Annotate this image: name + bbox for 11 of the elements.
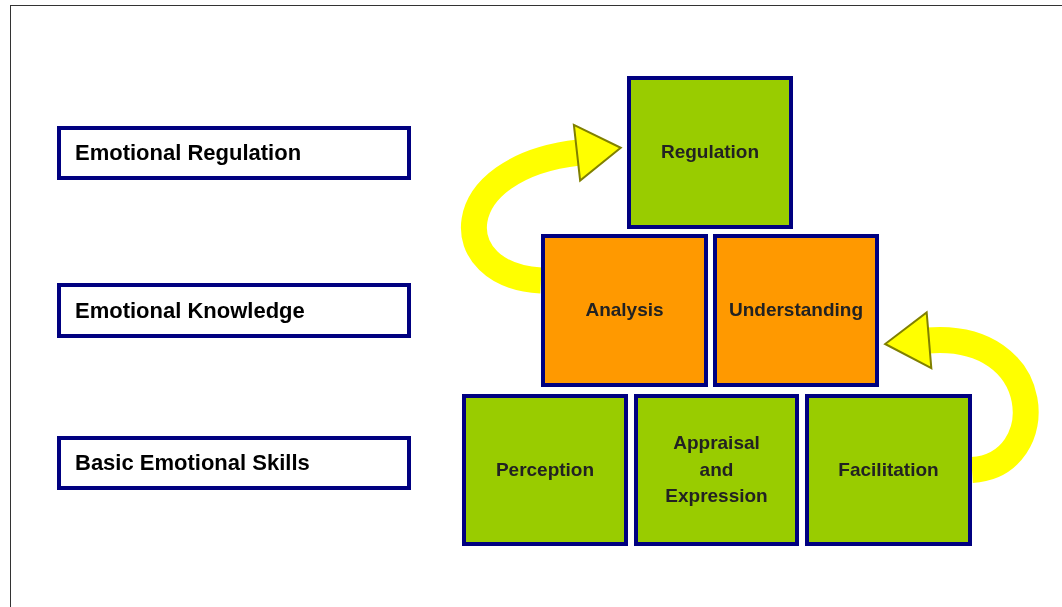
skill-block: Perception: [462, 394, 628, 546]
skill-block: Understanding: [713, 234, 879, 387]
curved-arrow: [884, 311, 1039, 483]
skill-block: Facilitation: [805, 394, 972, 546]
skill-block: Appraisal and Expression: [634, 394, 799, 546]
level-label-box: Basic Emotional Skills: [57, 436, 411, 490]
curved-arrow: [461, 124, 622, 294]
skill-block: Analysis: [541, 234, 708, 387]
level-label-box: Emotional Regulation: [57, 126, 411, 180]
skill-block: Regulation: [627, 76, 793, 229]
level-label-box: Emotional Knowledge: [57, 283, 411, 338]
